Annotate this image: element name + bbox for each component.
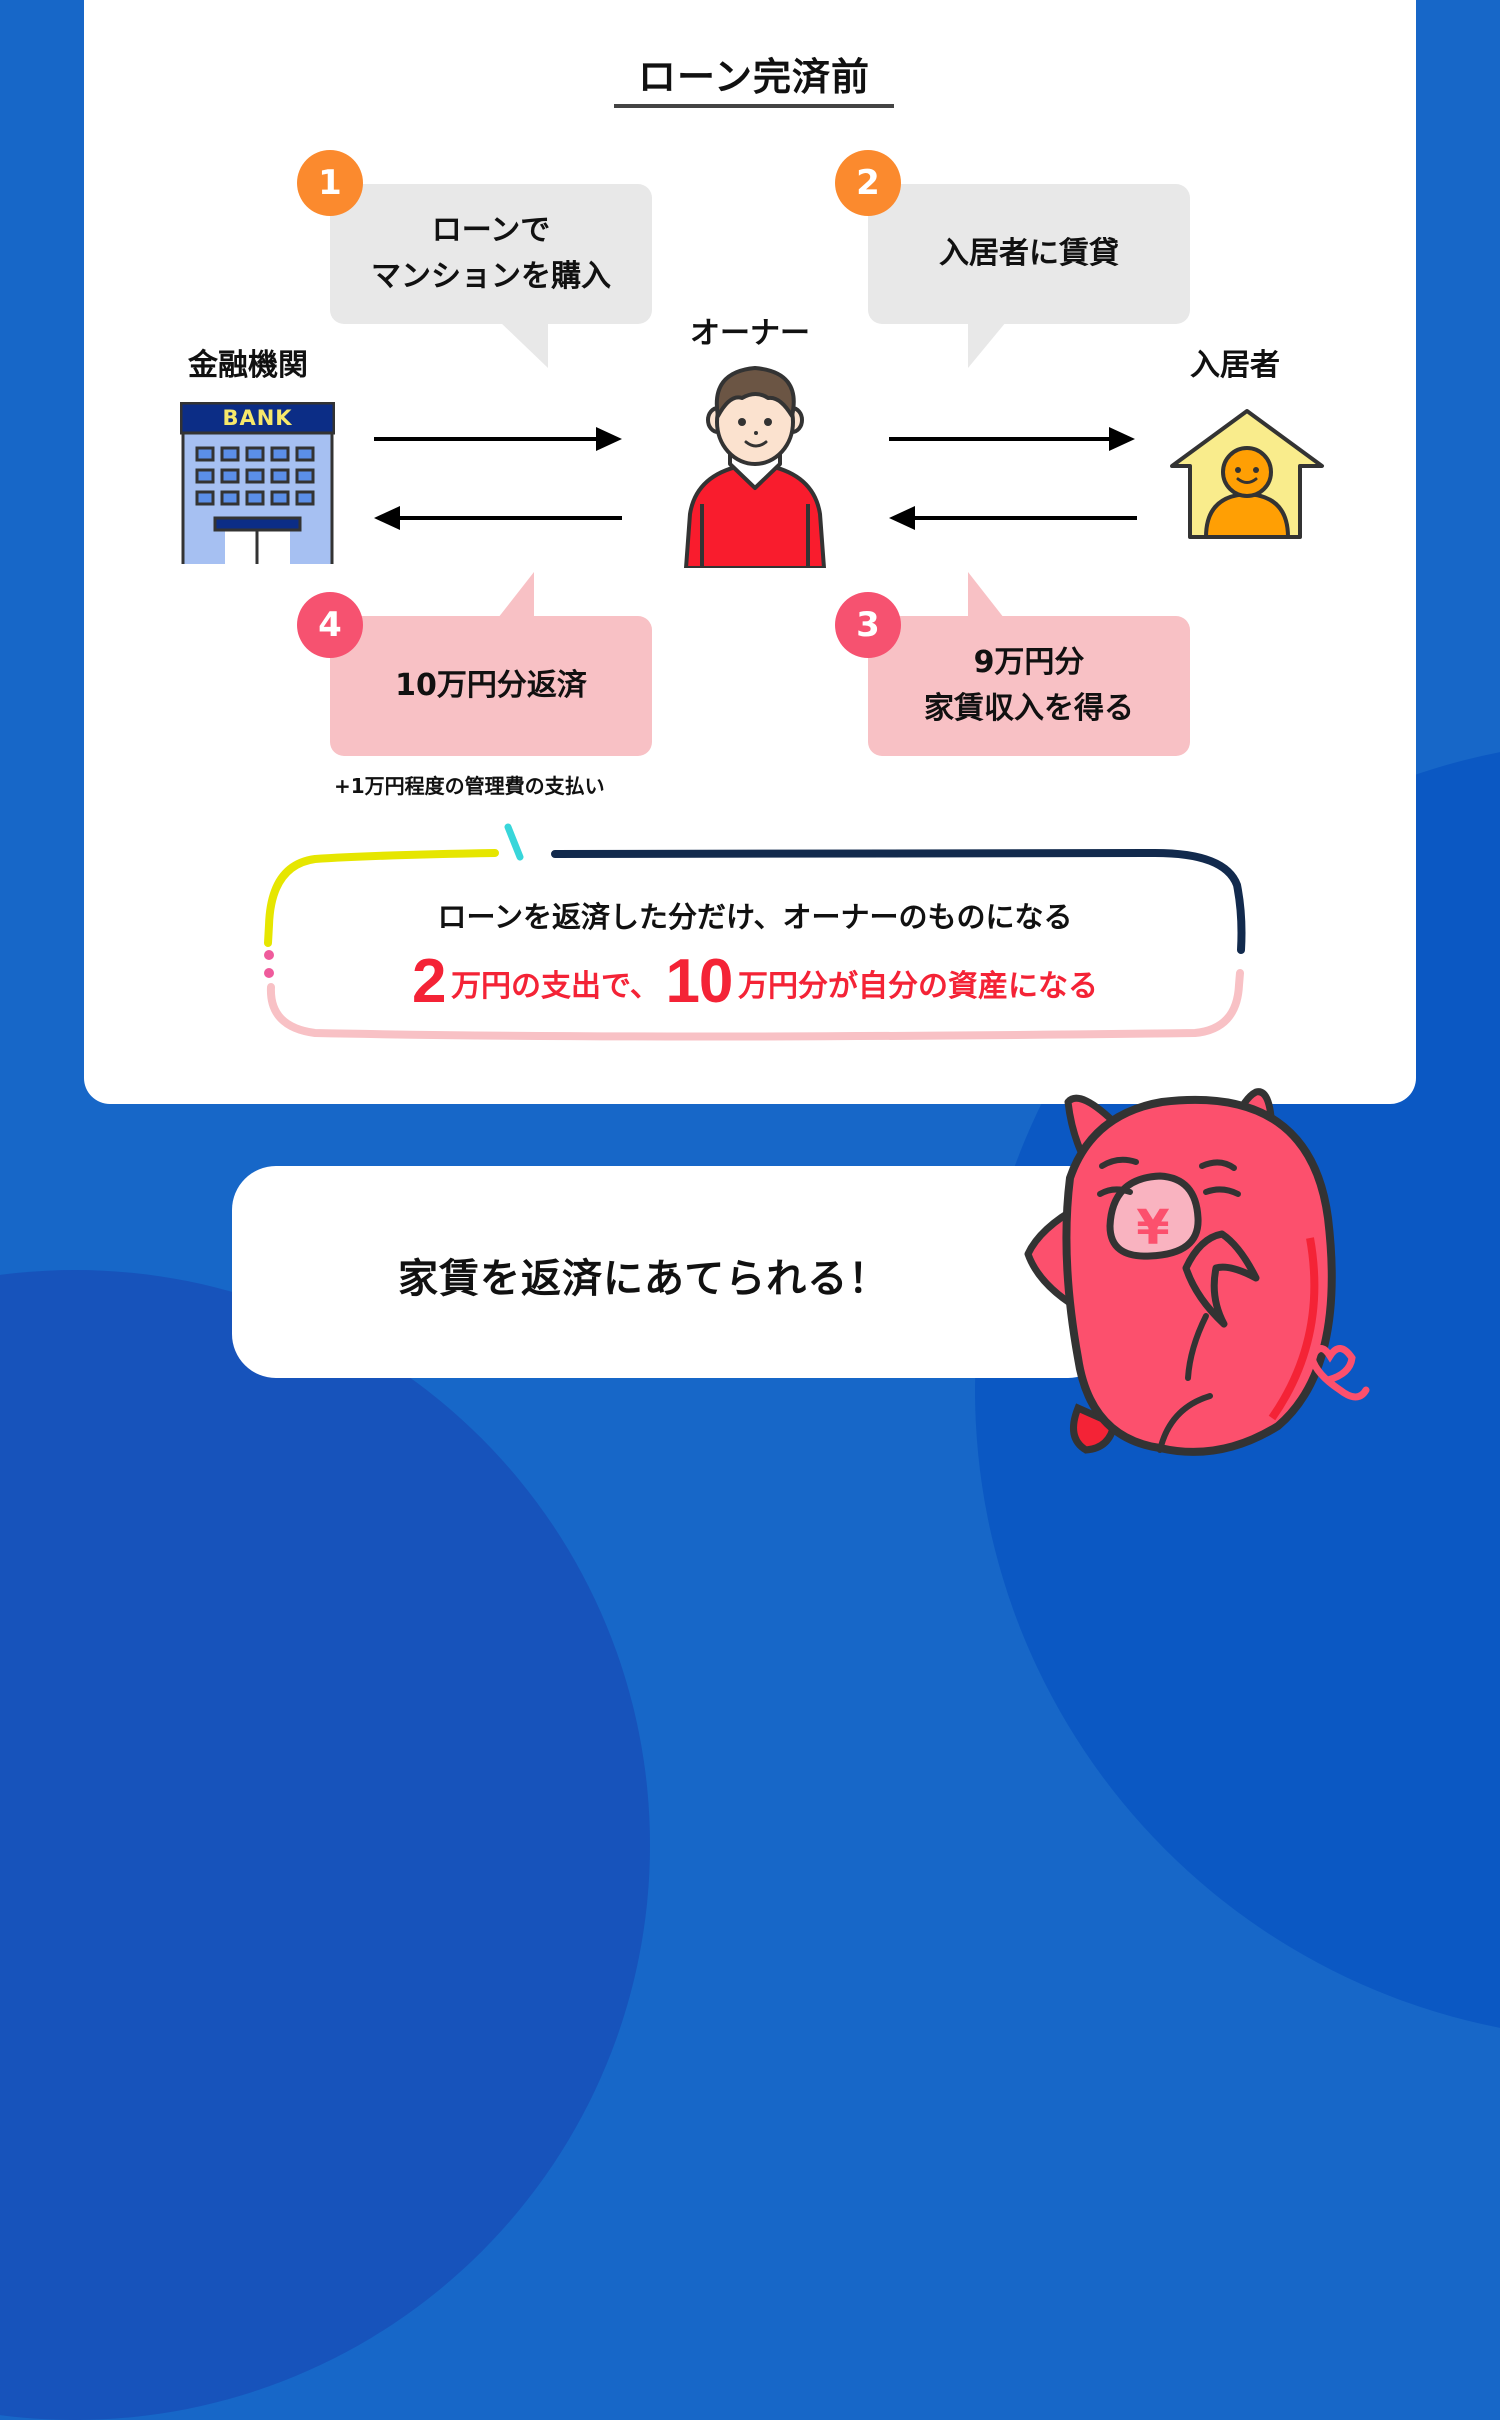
arrow-tenant-to-owner [889, 506, 1137, 530]
bank-sign-text: BANK [222, 406, 293, 430]
expense-text: 万円の支出で、 [451, 969, 660, 1004]
owner-person-icon [683, 366, 827, 568]
bank-building-icon: BANK [179, 401, 336, 564]
step-1-line1: ローンで [431, 213, 551, 248]
expense-amount: 2 [412, 947, 446, 1016]
callout-box [232, 1166, 1112, 1378]
step-3-line1: 9万円分 [973, 645, 1085, 680]
summary-frame [264, 823, 1246, 1041]
callout-text: 家賃を返済にあてられる！ [398, 1256, 890, 1302]
step-1-badge: 1 [297, 150, 363, 216]
step-4-badge: 4 [297, 592, 363, 658]
step-2-bubble-tail [968, 322, 1006, 368]
arrow-owner-to-bank [374, 506, 622, 530]
asset-amount: 10 [665, 947, 733, 1016]
summary-highlight: 2 万円の支出で、 10 万円分が自分の資産になる [300, 946, 1210, 1017]
tenant-house-icon [1170, 409, 1324, 539]
asset-text: 万円分が自分の資産になる [738, 969, 1098, 1004]
diagram-title: ローン完済前 [637, 55, 871, 99]
arrow-bank-to-owner [374, 427, 622, 451]
step-2-line1: 入居者に賃貸 [939, 236, 1119, 271]
step-3-line2: 家賃収入を得る [924, 691, 1134, 726]
arrow-owner-to-tenant [889, 427, 1135, 451]
summary-text: ローンを返済した分だけ、オーナーのものになる [437, 900, 1073, 934]
step-3-badge: 3 [835, 592, 901, 658]
step-1-bubble: ローンで マンションを購入 [330, 184, 652, 324]
owner-label: オーナー [690, 316, 810, 351]
bank-label: 金融機関 [188, 348, 308, 383]
step-3-bubble: 9万円分 家賃収入を得る [868, 616, 1190, 756]
step-1-bubble-tail [500, 322, 548, 368]
pig-mascot-icon: ¥ [1024, 1088, 1370, 1456]
tenant-label: 入居者 [1190, 348, 1280, 383]
management-fee-note: +1万円程度の管理費の支払い [334, 774, 605, 798]
step-2-bubble: 入居者に賃貸 [868, 184, 1190, 324]
step-4-line1: 10万円分返済 [395, 668, 587, 703]
background-shape-left [0, 1270, 650, 2420]
step-1-line2: マンションを購入 [371, 259, 611, 294]
step-4-bubble: 10万円分返済 [330, 616, 652, 756]
step-3-bubble-tail [968, 572, 1004, 618]
step-4-bubble-tail [498, 572, 534, 618]
step-2-badge: 2 [835, 150, 901, 216]
title-underline [614, 104, 894, 108]
svg-text:¥: ¥ [1136, 1200, 1169, 1256]
